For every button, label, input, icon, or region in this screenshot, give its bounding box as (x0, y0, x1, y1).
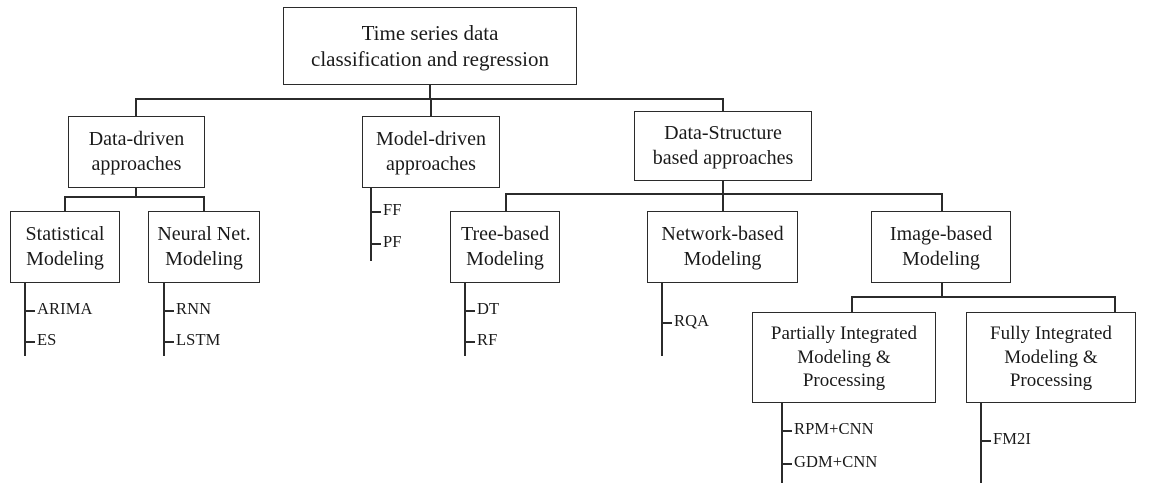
node-data-driven-line1: Data-driven (88, 128, 185, 151)
node-network-based-line1: Network-based (661, 223, 784, 246)
node-data-structure[interactable]: Data-Structure based approaches (634, 111, 812, 181)
node-network-based-modeling[interactable]: Network-based Modeling (647, 211, 798, 283)
leaf-label-arima[interactable]: ARIMA (37, 299, 93, 318)
node-statistical-line1: Statistical (25, 223, 105, 246)
leaf-tick-rqa (661, 322, 672, 324)
node-tree-based-line1: Tree-based (460, 223, 550, 246)
leaf-tick-rpm-cnn (781, 430, 792, 432)
connector-drop-data-driven (135, 98, 137, 116)
connector-drop-statistical (64, 196, 66, 212)
node-partially-integrated-line3: Processing (802, 370, 886, 392)
connector-image-based-bus (851, 296, 1115, 298)
connector-data-structure-stem (722, 181, 724, 193)
node-fully-integrated-line2: Modeling & (1004, 346, 1098, 368)
leaf-tick-es (24, 341, 35, 343)
connector-image-based-stem (941, 283, 943, 296)
connector-level2-bus (135, 98, 723, 100)
connector-drop-network-based (722, 193, 724, 212)
leaf-stem-fully-integrated (980, 403, 982, 483)
leaf-stem-model-driven (370, 188, 372, 261)
leaf-stem-network-based (661, 283, 663, 356)
connector-data-driven-stem (135, 188, 137, 197)
node-root[interactable]: Time series data classification and regr… (283, 7, 577, 85)
node-data-driven[interactable]: Data-driven approaches (68, 116, 205, 188)
connector-drop-fully-integrated (1114, 296, 1116, 312)
node-partially-integrated-line2: Modeling & (797, 346, 891, 368)
node-tree-based-modeling[interactable]: Tree-based Modeling (450, 211, 560, 283)
leaf-label-rnn[interactable]: RNN (176, 299, 212, 318)
node-statistical-modeling[interactable]: Statistical Modeling (10, 211, 120, 283)
connector-drop-image-based (941, 193, 943, 212)
node-neural-net-line1: Neural Net. (157, 223, 251, 246)
leaf-stem-neural-net (163, 283, 165, 356)
node-statistical-line2: Modeling (26, 248, 104, 270)
node-fully-integrated[interactable]: Fully Integrated Modeling & Processing (966, 312, 1136, 403)
leaf-tick-rf (464, 341, 475, 343)
leaf-label-es[interactable]: ES (37, 330, 57, 349)
node-neural-net-line2: Modeling (165, 248, 243, 270)
leaf-label-gdm-cnn[interactable]: GDM+CNN (794, 452, 878, 471)
leaf-tick-arima (24, 310, 35, 312)
connector-drop-neural-net (203, 196, 205, 212)
node-image-based-line2: Modeling (902, 248, 980, 270)
leaf-label-pf[interactable]: PF (383, 232, 402, 251)
leaf-label-rf[interactable]: RF (477, 330, 498, 349)
connector-root-stem (429, 85, 431, 99)
node-data-driven-line2: approaches (91, 153, 182, 175)
node-root-line1: Time series data (361, 20, 499, 45)
leaf-label-ff[interactable]: FF (383, 200, 402, 219)
node-model-driven[interactable]: Model-driven approaches (362, 116, 500, 188)
connector-drop-partially-integrated (851, 296, 853, 312)
leaf-tick-fm2i (980, 440, 991, 442)
leaf-tick-dt (464, 310, 475, 312)
leaf-stem-partially-integrated (781, 403, 783, 483)
connector-drop-tree-based (505, 193, 507, 212)
node-neural-net-modeling[interactable]: Neural Net. Modeling (148, 211, 260, 283)
connector-drop-data-structure (722, 98, 724, 112)
node-root-line2: classification and regression (311, 47, 549, 71)
node-model-driven-line1: Model-driven (376, 128, 486, 151)
leaf-tick-pf (370, 243, 381, 245)
leaf-label-rqa[interactable]: RQA (674, 311, 710, 330)
leaf-tick-lstm (163, 341, 174, 343)
node-data-structure-line2: based approaches (652, 147, 794, 169)
leaf-label-lstm[interactable]: LSTM (176, 330, 221, 349)
node-partially-integrated-line1: Partially Integrated (770, 323, 918, 345)
node-fully-integrated-line3: Processing (1009, 370, 1093, 392)
connector-data-structure-bus (505, 193, 943, 195)
node-model-driven-line2: approaches (386, 153, 476, 175)
leaf-tick-ff (370, 211, 381, 213)
leaf-label-rpm-cnn[interactable]: RPM+CNN (794, 419, 874, 438)
leaf-tick-rnn (163, 310, 174, 312)
leaf-label-dt[interactable]: DT (477, 299, 500, 318)
node-fully-integrated-line1: Fully Integrated (990, 323, 1112, 345)
node-tree-based-line2: Modeling (466, 248, 544, 270)
connector-data-driven-bus (64, 196, 205, 198)
leaf-label-fm2i[interactable]: FM2I (993, 429, 1031, 448)
leaf-stem-tree-based (464, 283, 466, 356)
node-partially-integrated[interactable]: Partially Integrated Modeling & Processi… (752, 312, 936, 403)
node-image-based-modeling[interactable]: Image-based Modeling (871, 211, 1011, 283)
leaf-tick-gdm-cnn (781, 463, 792, 465)
node-network-based-line2: Modeling (683, 248, 762, 270)
node-image-based-line1: Image-based (889, 223, 993, 246)
leaf-stem-statistical (24, 283, 26, 356)
connector-drop-model-driven (430, 98, 432, 116)
node-data-structure-line1: Data-Structure (664, 122, 782, 145)
